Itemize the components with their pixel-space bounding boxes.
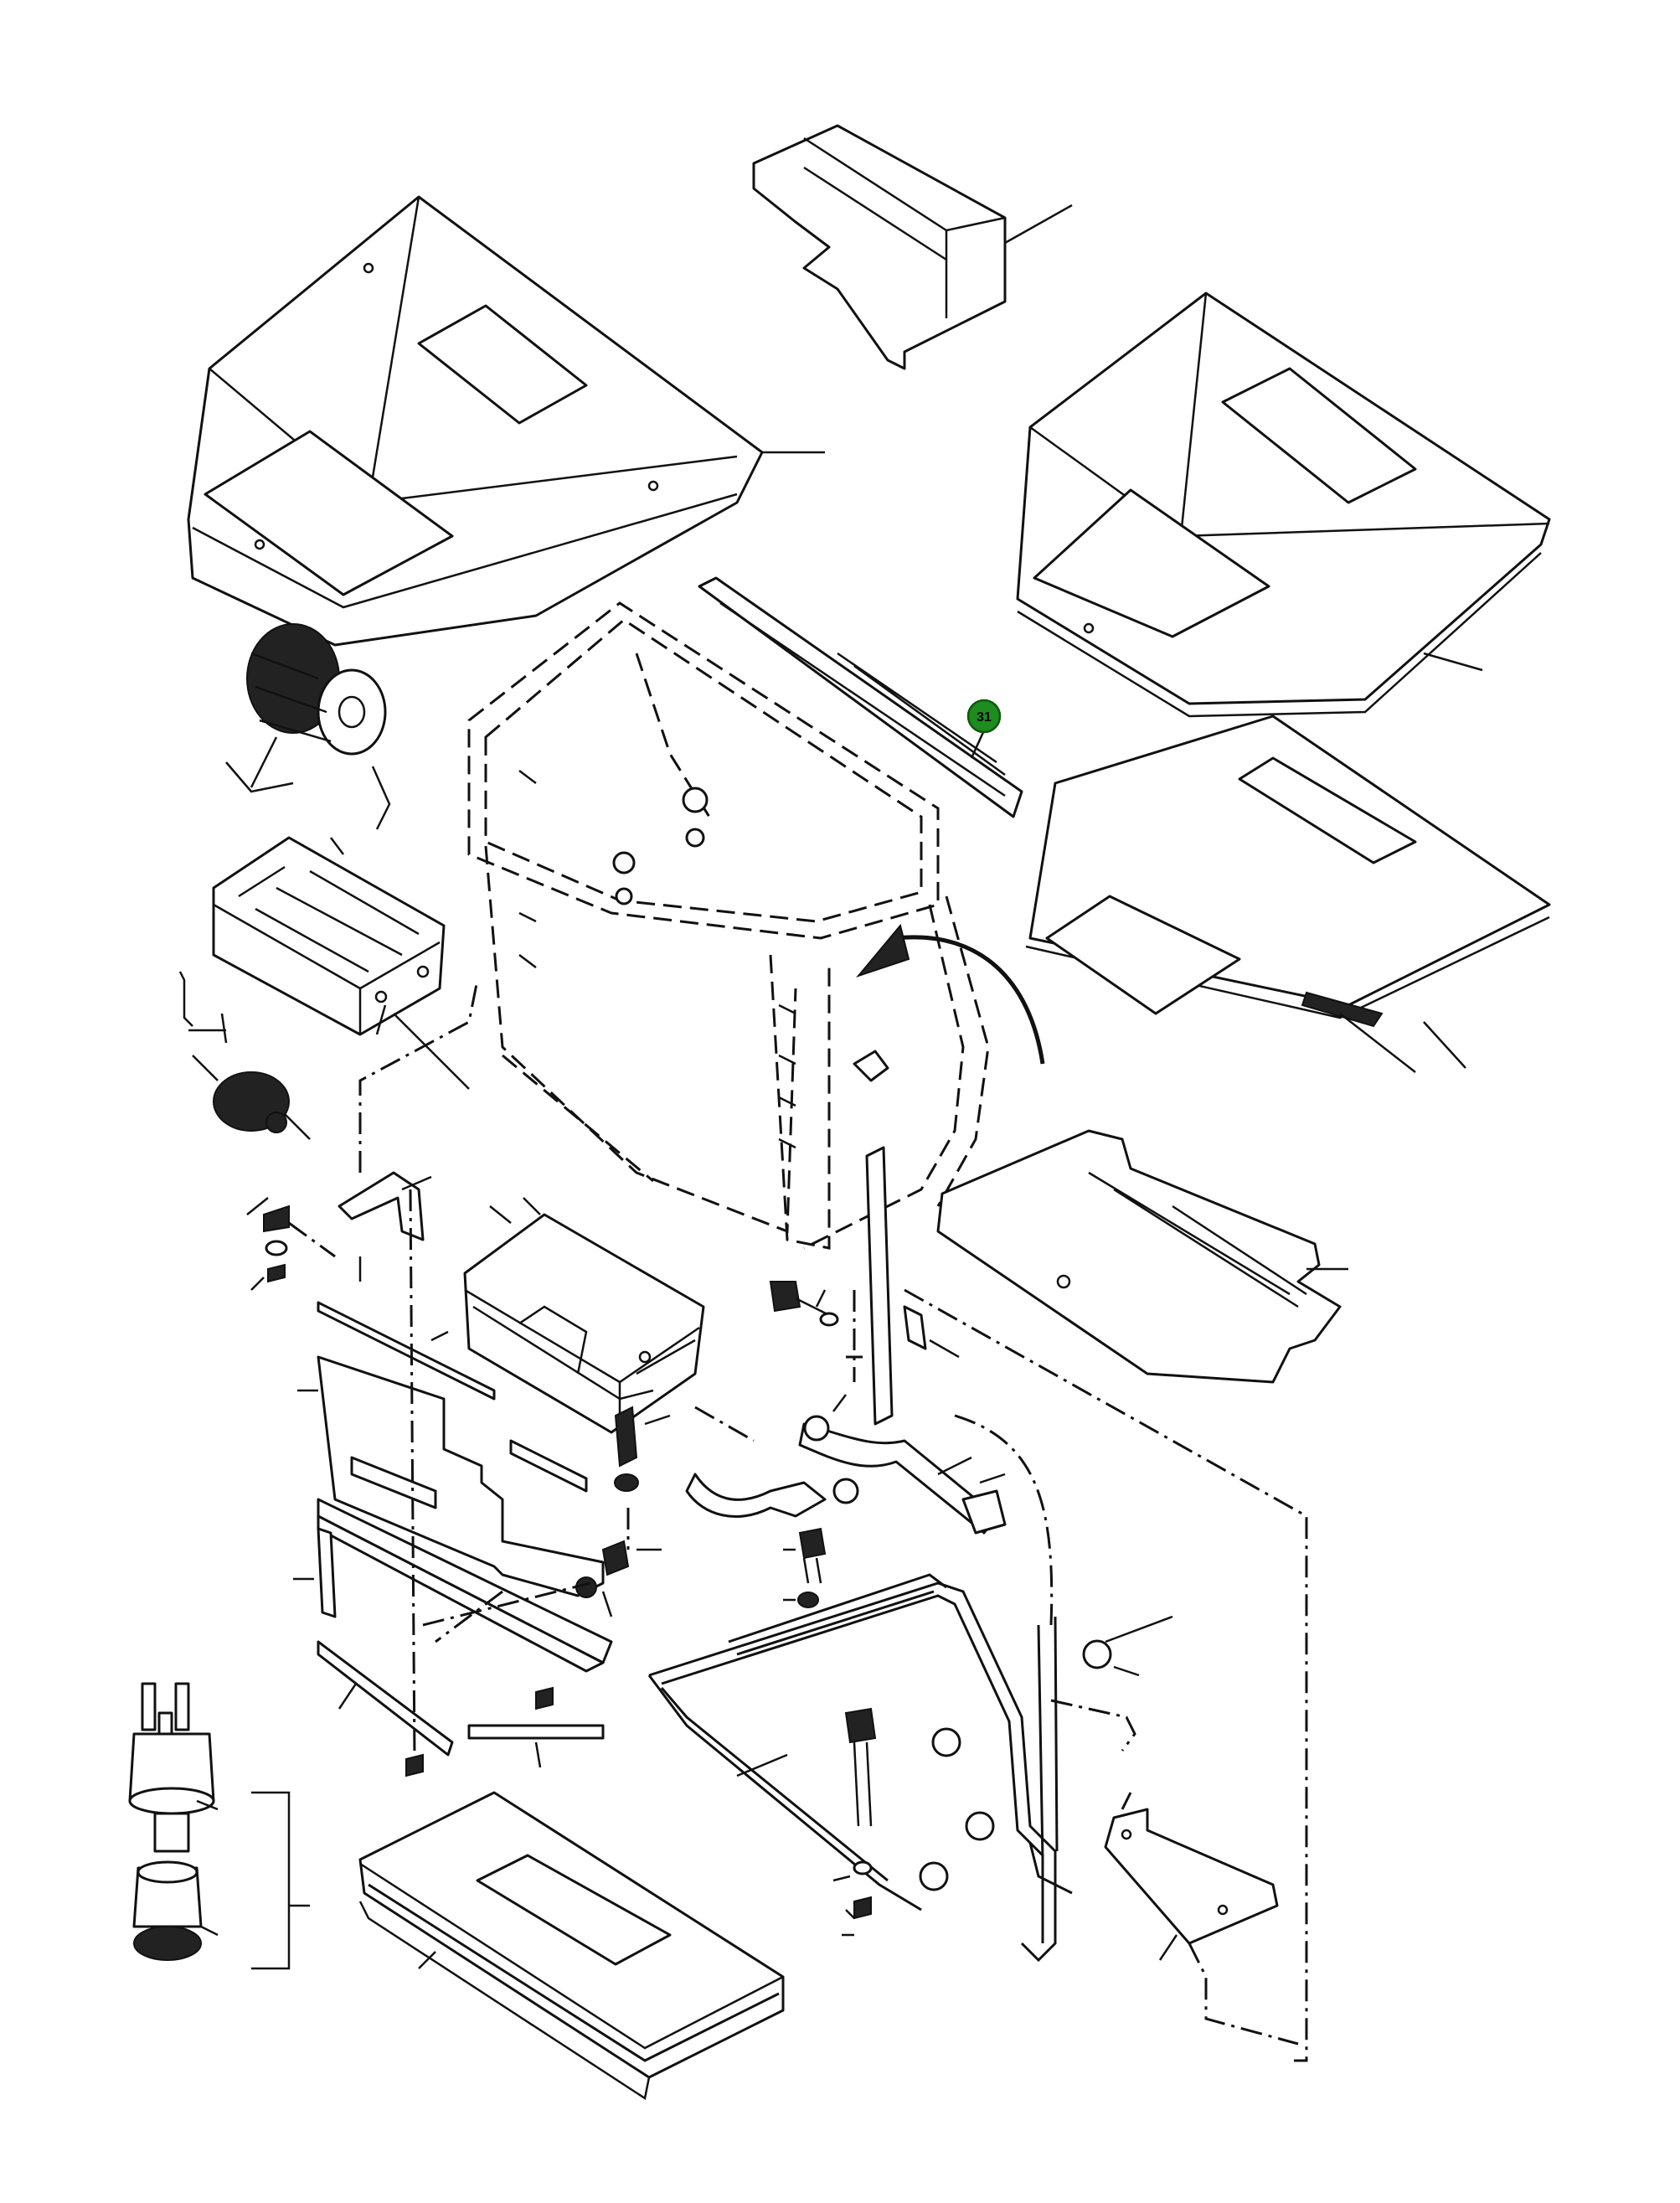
fastener-stack-left	[246, 1197, 336, 1291]
upper-left-cover	[187, 195, 825, 647]
right-lower-cover	[936, 1129, 1348, 1384]
routing-lines	[422, 1288, 1308, 2062]
upper-bracket	[338, 979, 479, 1282]
motor-actuator	[192, 1013, 311, 1140]
left-bracket-plates	[293, 1189, 605, 1768]
clip-rod	[846, 1050, 960, 1426]
plug-connector	[128, 1682, 310, 1970]
callout-31-marker[interactable]	[966, 699, 1002, 734]
filter-element	[225, 623, 391, 830]
hose-assembly	[685, 1394, 1007, 1535]
upper-right-cover	[1016, 291, 1551, 718]
bolt-stack-lower-right	[832, 1707, 877, 1937]
hose-clamps	[919, 1615, 1173, 1891]
clamp-screw-stack	[783, 1527, 827, 1608]
heater-box	[178, 836, 470, 1090]
bolt-group-lower	[405, 1540, 662, 1777]
mounting-plate-assembly	[297, 1301, 613, 1673]
right-bracket-plate	[1104, 1792, 1299, 2046]
callout-31-label: 31	[977, 710, 992, 725]
screw-group-right	[769, 1281, 839, 1327]
gasket-strip	[698, 576, 1023, 818]
bottom-cover-plate	[358, 1791, 785, 2101]
callout-31[interactable]: 31	[966, 699, 1002, 734]
top-bracket-panel	[752, 124, 1073, 370]
right-mid-panel	[1025, 715, 1551, 1073]
main-frame-housing	[467, 601, 990, 1250]
rotate-arrow-icon	[855, 923, 1045, 1065]
control-box	[463, 1197, 705, 1434]
tube-loop	[647, 1414, 1073, 1963]
bolt-group-center	[614, 1406, 755, 1550]
